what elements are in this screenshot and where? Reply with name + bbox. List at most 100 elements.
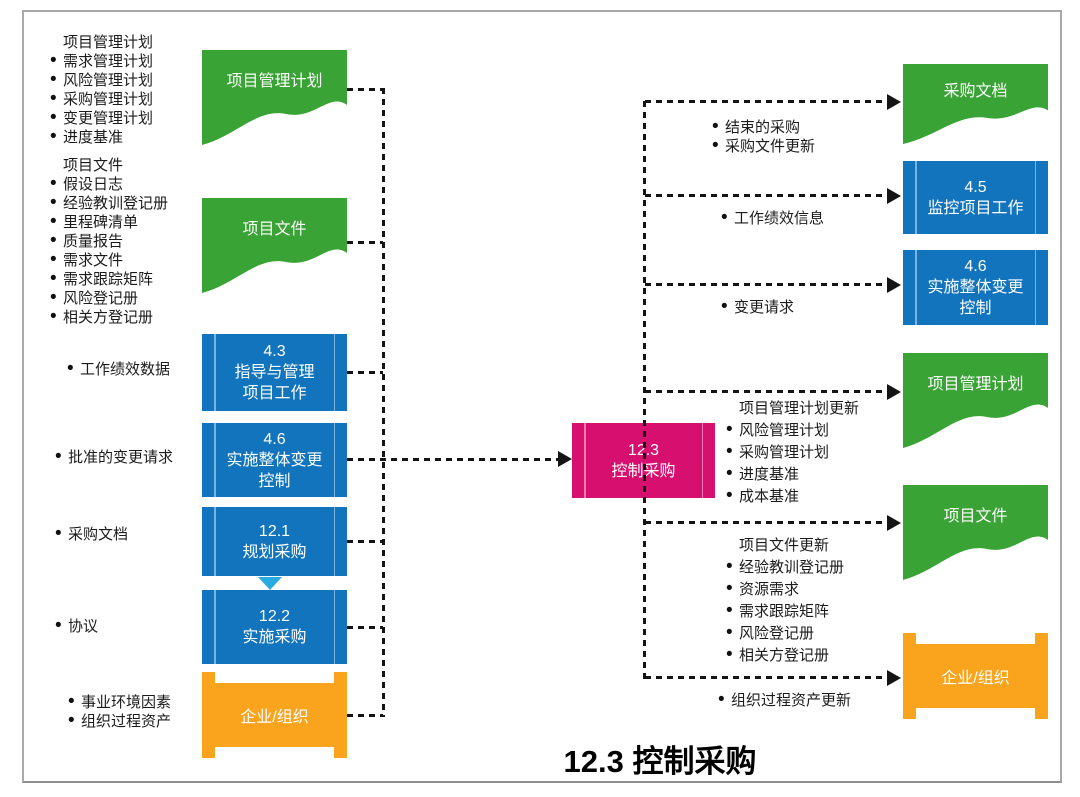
input-note-agreements: 协议 (55, 616, 98, 636)
note-item: 组织过程资产更新 (718, 690, 851, 710)
note-item: 假设日志 (50, 174, 168, 194)
document-wave-shape (903, 485, 1048, 580)
input-note-pmp: 项目管理计划 需求管理计划 风险管理计划 采购管理计划 变更管理计划 进度基准 (50, 33, 153, 147)
arrowhead-right-icon (887, 670, 901, 686)
arrowhead-right-icon (887, 94, 901, 110)
note-item: 事业环境因素 (68, 692, 171, 712)
process-box-4-6-input: 4.6 实施整体变更 控制 (202, 423, 347, 497)
process-number: 4.6 (964, 258, 987, 275)
document-wave-shape (903, 64, 1048, 144)
note-item: 采购管理计划 (726, 441, 859, 464)
process-number: 12.1 (258, 522, 291, 540)
note-header: 项目文件更新 (739, 537, 830, 554)
output-line-procurement-doc (645, 100, 888, 103)
process-number: 4.3 (263, 343, 286, 360)
output-note-work-performance-info: 工作绩效信息 (721, 208, 824, 228)
input-note-procurement-documentation: 采购文档 (55, 524, 128, 544)
note-item: 需求跟踪矩阵 (726, 600, 844, 623)
process-number: 12.2 (258, 608, 291, 625)
trunk-line-right (643, 101, 646, 679)
shape-label: 企业/组织 (916, 644, 1035, 708)
process-box-12-2: 12.2 实施采购 (202, 590, 347, 664)
document-shape-pd-output: 项目文件 (903, 485, 1048, 580)
note-item: 变更管理计划 (50, 108, 153, 128)
enterprise-organization-shape-right: 企业/组织 (903, 633, 1048, 719)
note-item: 经验教训登记册 (50, 193, 168, 213)
input-note-project-documents: 项目文件 假设日志 经验教训登记册 里程碑清单 质量报告 需求文件 需求跟踪矩阵… (50, 156, 168, 327)
document-wave-shape (903, 353, 1048, 448)
connector-org-left (347, 714, 383, 717)
document-shape-procurement-documentation: 采购文档 (903, 64, 1048, 144)
shape-label: 企业/组织 (215, 683, 334, 747)
document-shape-project-documents: 项目文件 (202, 198, 347, 293)
output-note-opa-updates: 组织过程资产更新 (718, 690, 851, 710)
arrowhead-right-icon (887, 384, 901, 400)
note-item: 采购文件更新 (712, 136, 815, 156)
note-item: 协议 (55, 616, 98, 636)
connector-4-3 (347, 371, 383, 374)
output-note-pmp-updates: 项目管理计划更新 风险管理计划 采购管理计划 进度基准 成本基准 (726, 398, 859, 508)
process-name-line: 控制 (959, 300, 992, 317)
output-note-change-requests: 变更请求 (721, 297, 794, 317)
main-input-line (347, 458, 559, 461)
connector-pmp-doc (347, 88, 383, 91)
trunk-line-left (382, 88, 385, 717)
note-item: 进度基准 (726, 463, 859, 486)
process-name-line: 项目工作 (242, 385, 307, 402)
diagram-border (22, 10, 1062, 783)
note-header: 项目文件 (63, 157, 124, 174)
ibeam-bar (1035, 633, 1048, 719)
output-line-4-6 (645, 283, 888, 286)
note-item: 经验教训登记册 (726, 556, 844, 579)
process-name-line: 实施采购 (242, 629, 307, 646)
output-line-4-5 (645, 194, 888, 197)
process-box-4-5: 4.5 监控项目工作 (903, 161, 1048, 234)
note-item: 工作绩效数据 (67, 359, 170, 379)
note-item: 组织过程资产 (68, 711, 171, 731)
process-box-12-1: 12.1 规划采购 (202, 507, 347, 576)
arrowhead-right-icon (887, 277, 901, 293)
note-item: 资源需求 (726, 578, 844, 601)
enterprise-organization-shape-left: 企业/组织 (202, 672, 347, 758)
document-shape-pmp-output: 项目管理计划 (903, 353, 1048, 448)
connector-12-1 (347, 540, 383, 543)
note-item: 结束的采购 (712, 117, 815, 137)
process-number: 4.5 (964, 178, 987, 196)
output-line-pd (645, 521, 888, 524)
note-header: 项目管理计划更新 (739, 400, 860, 417)
triangle-connector-icon (258, 577, 282, 590)
ibeam-bar (334, 672, 347, 758)
input-note-approved-change-requests: 批准的变更请求 (55, 447, 173, 467)
note-item: 相关方登记册 (726, 644, 844, 667)
page-title: 12.3 控制采购 (563, 744, 757, 779)
output-line-org (645, 676, 888, 679)
output-note-pd-updates: 项目文件更新 经验教训登记册 资源需求 需求跟踪矩阵 风险登记册 相关方登记册 (726, 535, 844, 667)
note-item: 进度基准 (50, 127, 153, 147)
note-header: 项目管理计划 (63, 34, 154, 51)
document-wave-shape (202, 198, 347, 293)
note-item: 批准的变更请求 (55, 447, 173, 467)
note-item: 需求跟踪矩阵 (50, 269, 168, 289)
process-name-line: 监控项目工作 (927, 199, 1024, 217)
process-name-line: 实施整体变更 (927, 279, 1024, 296)
note-item: 需求管理计划 (50, 51, 153, 71)
note-item: 采购文档 (55, 524, 128, 544)
process-name-line: 控制 (258, 472, 291, 490)
process-number: 4.6 (263, 430, 286, 448)
process-name-line: 指导与管理 (234, 364, 315, 381)
connector-pd-doc (347, 241, 383, 244)
arrowhead-right-icon (887, 188, 901, 204)
note-item: 风险登记册 (726, 622, 844, 645)
shape-label: 项目管理计划 (927, 376, 1024, 394)
shape-label: 项目管理计划 (226, 73, 323, 91)
process-box-4-6-output: 4.6 实施整体变更 控制 (903, 250, 1048, 325)
note-item: 风险管理计划 (726, 419, 859, 442)
shape-label: 项目文件 (242, 221, 307, 239)
note-item: 工作绩效信息 (721, 208, 824, 228)
note-item: 采购管理计划 (50, 89, 153, 109)
process-box-4-3: 4.3 指导与管理 项目工作 (202, 334, 347, 411)
input-note-work-performance-data: 工作绩效数据 (67, 359, 170, 379)
note-item: 里程碑清单 (50, 212, 168, 232)
arrowhead-right-icon (558, 451, 572, 467)
